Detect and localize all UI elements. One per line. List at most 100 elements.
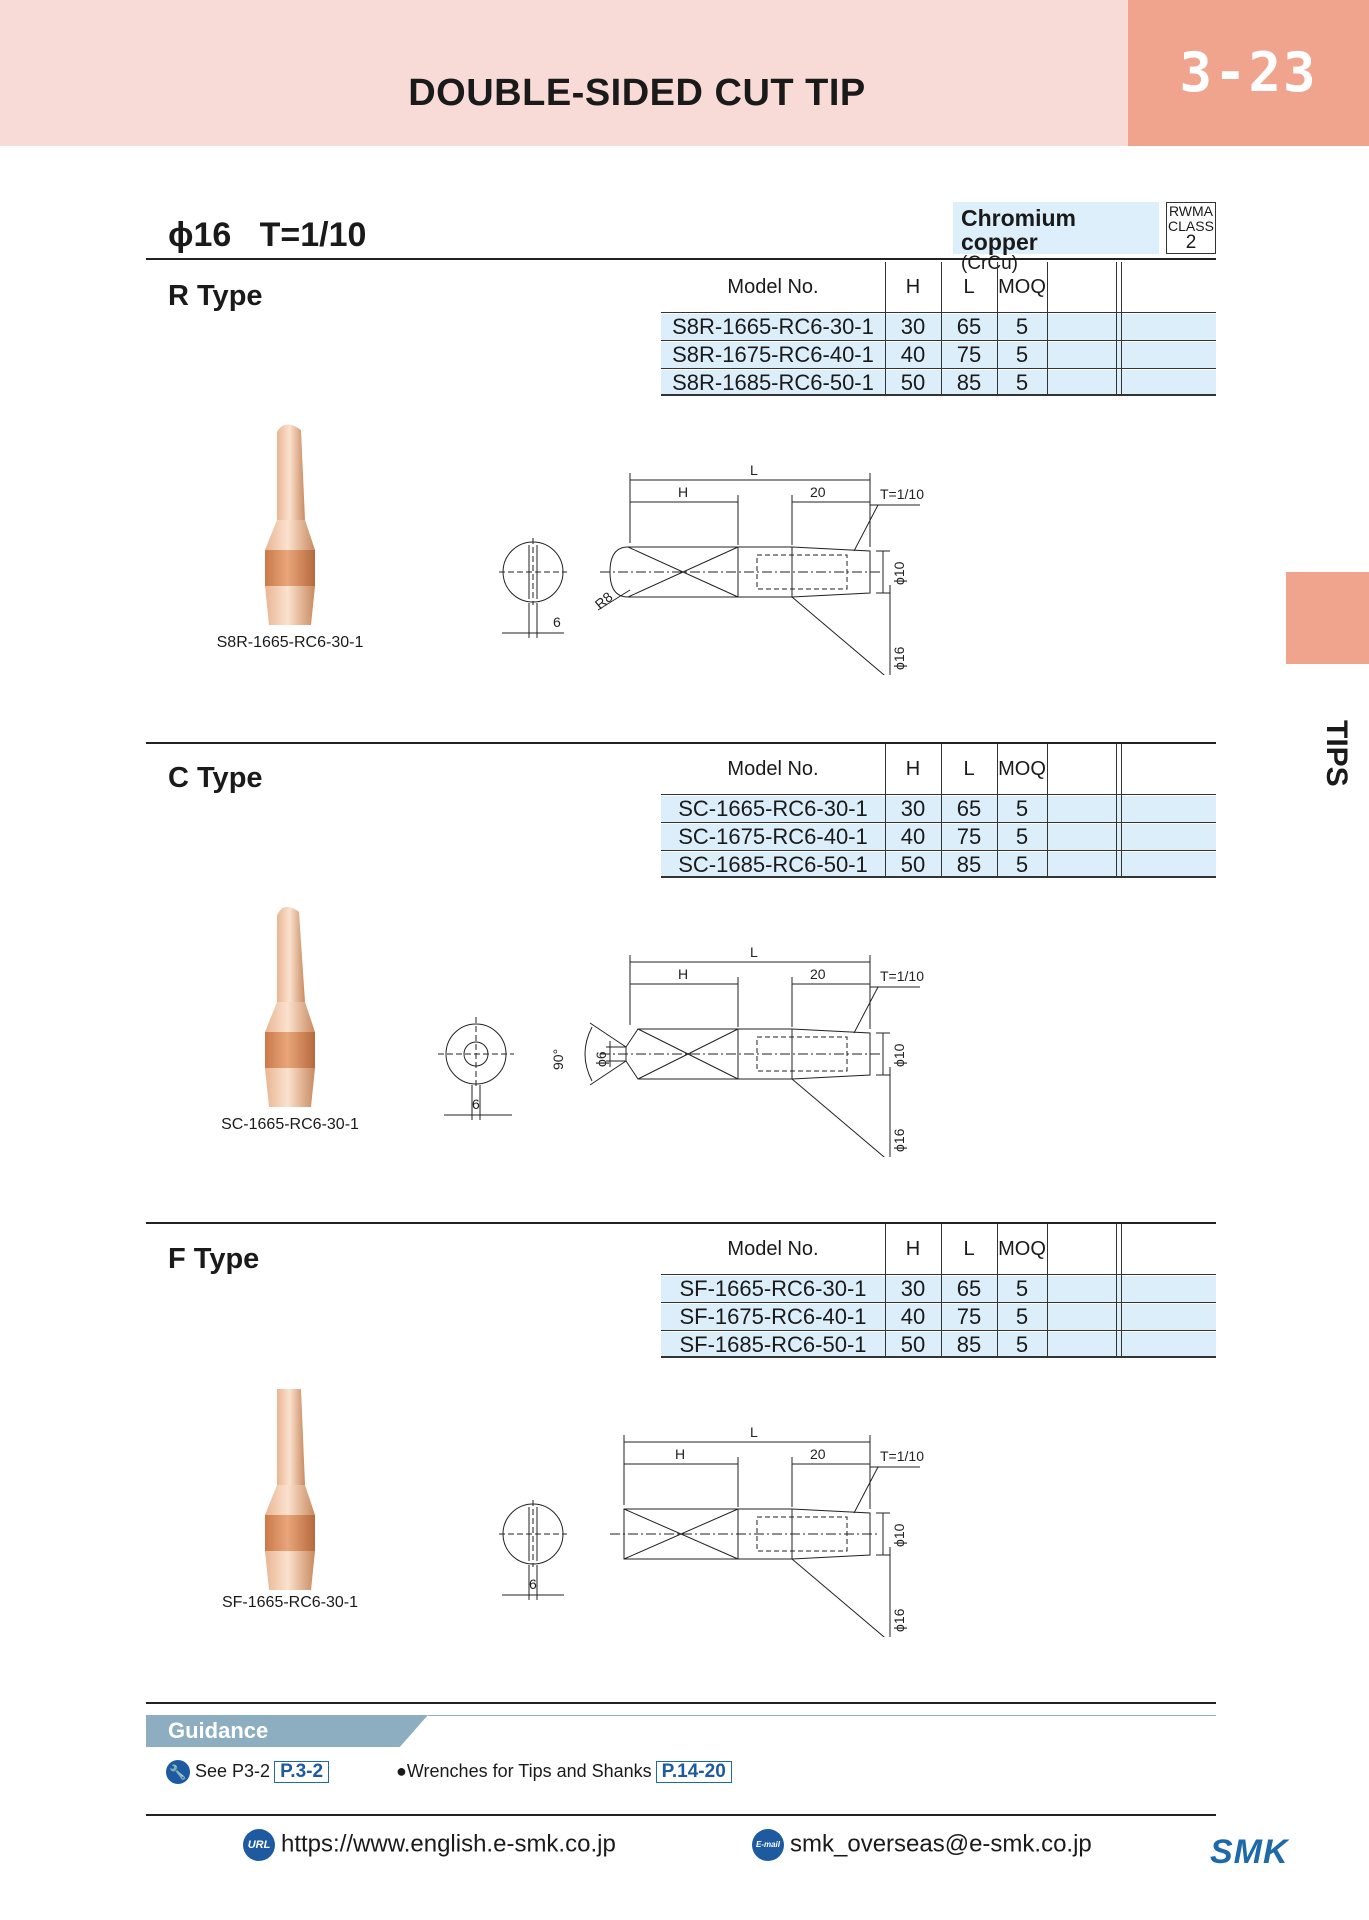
cell-l: 65	[956, 314, 982, 339]
cell-moq: 5	[1015, 314, 1029, 339]
dim-l: L	[750, 944, 758, 960]
cell-l: 85	[956, 852, 982, 877]
guidance-line	[428, 1715, 1216, 1716]
product-photo-f	[265, 1389, 315, 1590]
cell-moq: 5	[1015, 1332, 1029, 1357]
cell-moq: 5	[1015, 796, 1029, 821]
product-photo-r	[265, 424, 315, 625]
cell-model: S8R-1675-RC6-40-1	[672, 342, 874, 367]
table-row	[661, 852, 1216, 878]
page-number: 3-23	[1128, 0, 1369, 146]
cell-l: 85	[956, 1332, 982, 1357]
th-model: Model No.	[727, 1238, 819, 1260]
dim-h: H	[675, 1446, 685, 1462]
photo-caption-f: SF-1665-RC6-30-1	[221, 1594, 359, 1611]
table-row	[661, 824, 1216, 850]
dim-width: 6	[472, 1096, 480, 1112]
cell-moq: 5	[1015, 342, 1029, 367]
cell-h: 50	[900, 1332, 926, 1357]
drawing-c: L H 20 T=1/10 6 ϕ10 ϕ16 90° ϕ6	[438, 944, 924, 1157]
section-title-f: F Type	[168, 1243, 260, 1275]
material-sub: (CrCu)	[961, 253, 1018, 274]
th-moq: MOQ	[998, 1238, 1046, 1260]
th-model: Model No.	[727, 276, 819, 298]
drawing-r: L H 20 T=1/10 6 ϕ10 ϕ16 R8	[499, 462, 924, 675]
dim-20: 20	[810, 966, 826, 982]
dim-phi16: ϕ16	[891, 1608, 907, 1632]
side-tab-label[interactable]: TIPS	[1320, 720, 1353, 787]
cell-model: SF-1685-RC6-50-1	[679, 1332, 867, 1357]
th-moq: MOQ	[998, 276, 1046, 298]
dim-phi10: ϕ10	[891, 1523, 907, 1547]
email-icon: E-mail	[752, 1829, 784, 1861]
table-row	[661, 370, 1216, 396]
photo-caption-c: SC-1665-RC6-30-1	[221, 1116, 359, 1133]
th-moq: MOQ	[998, 758, 1046, 780]
guidance-divider	[146, 1702, 1216, 1704]
cell-h: 40	[900, 824, 926, 849]
dim-phi16: ϕ16	[891, 1128, 907, 1152]
dim-t: T=1/10	[880, 486, 924, 502]
side-tab-marker	[1286, 572, 1369, 664]
cell-moq: 5	[1015, 824, 1029, 849]
cell-model: SC-1675-RC6-40-1	[678, 824, 868, 849]
cell-model: SC-1685-RC6-50-1	[678, 852, 868, 877]
dim-20: 20	[810, 1446, 826, 1462]
cell-h: 30	[900, 314, 926, 339]
dim-t: T=1/10	[880, 968, 924, 984]
dim-width: 6	[553, 614, 561, 630]
table-row	[661, 1332, 1216, 1358]
section-divider-c	[146, 742, 1216, 744]
section-title-c: C Type	[168, 762, 263, 794]
company-logo: SMK	[1210, 1833, 1289, 1871]
guidance-item-2-text: ●Wrenches for Tips and Shanks	[396, 1761, 652, 1781]
dim-h: H	[678, 966, 688, 982]
th-h: H	[905, 758, 921, 780]
cell-l: 65	[956, 796, 982, 821]
rwma-class-label: CLASS	[1168, 218, 1214, 234]
th-model: Model No.	[727, 758, 819, 780]
dim-h: H	[678, 484, 688, 500]
ref-link-p14-20[interactable]: P.14-20	[655, 1761, 732, 1783]
material-box: Chromium copper (CrCu)	[953, 202, 1159, 274]
cell-h: 30	[900, 796, 926, 821]
cell-model: S8R-1665-RC6-30-1	[672, 314, 874, 339]
dim-t: T=1/10	[880, 1448, 924, 1464]
cell-model: SF-1665-RC6-30-1	[679, 1276, 867, 1301]
dim-angle: 90°	[550, 1049, 566, 1070]
th-l: L	[963, 276, 975, 298]
cell-model: SF-1675-RC6-40-1	[679, 1304, 867, 1329]
spec-heading: ϕ16 T=1/10	[168, 216, 367, 254]
cell-moq: 5	[1015, 370, 1029, 395]
th-l: L	[963, 758, 975, 780]
guidance-item-1-text: See P3-2	[195, 1761, 271, 1781]
rwma-class-box: RWMA CLASS 2	[1166, 202, 1216, 254]
footer-url-text[interactable]: https://www.english.e-smk.co.jp	[281, 1830, 616, 1858]
cell-l: 85	[956, 370, 982, 395]
ref-link-p3-2[interactable]: P.3-2	[274, 1761, 330, 1783]
cell-model: S8R-1685-RC6-50-1	[672, 370, 874, 395]
dim-radius: R8	[592, 588, 616, 612]
guidance-bar	[146, 1715, 428, 1747]
url-icon: URL	[243, 1829, 275, 1861]
header-band	[0, 0, 1128, 146]
dim-l: L	[750, 1424, 758, 1440]
th-h: H	[905, 276, 921, 298]
dim-phi6: ϕ6	[593, 1051, 609, 1067]
cell-moq: 5	[1015, 1304, 1029, 1329]
section-divider-f	[146, 1222, 1216, 1224]
photo-caption-r: S8R-1665-RC6-30-1	[216, 634, 364, 651]
dim-phi16: ϕ16	[891, 646, 907, 670]
cell-h: 30	[900, 1276, 926, 1301]
footer-email-text[interactable]: smk_overseas@e-smk.co.jp	[790, 1830, 1092, 1858]
rwma-label: RWMA	[1168, 203, 1214, 219]
table-row	[661, 314, 1216, 340]
table-row	[661, 796, 1216, 822]
rwma-class-value: 2	[1185, 232, 1197, 253]
th-h: H	[905, 1238, 921, 1260]
th-l: L	[963, 1238, 975, 1260]
